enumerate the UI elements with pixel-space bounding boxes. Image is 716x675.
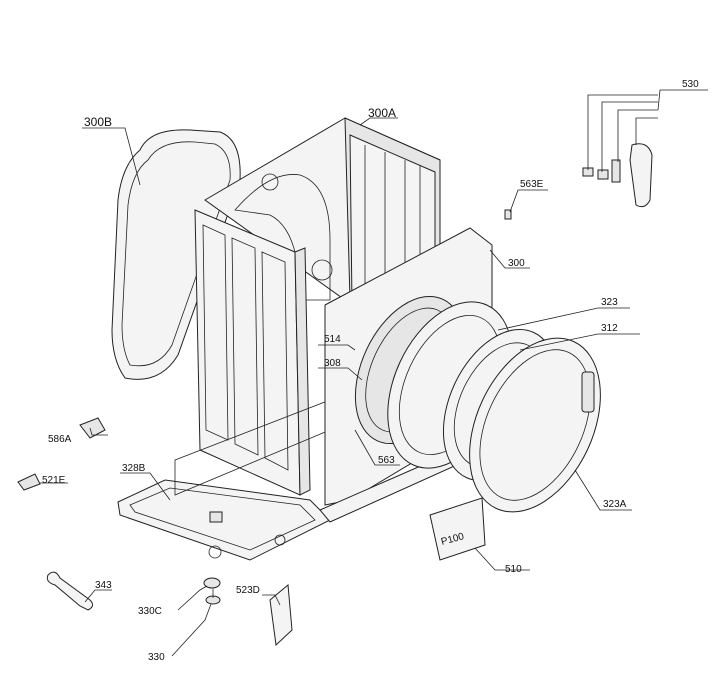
callout-300: 300 [508, 258, 525, 269]
callout-343: 343 [95, 580, 112, 591]
callout-300a: 300A [368, 106, 396, 120]
part-510-plate: P100 [429, 497, 486, 561]
callout-510: 510 [505, 564, 522, 575]
part-523d-bracket [269, 584, 293, 647]
part-330-foot [205, 589, 221, 605]
leader-lines [40, 89, 708, 657]
callout-312: 312 [601, 323, 618, 334]
part-521e-clip [17, 473, 41, 491]
callout-330: 330 [148, 652, 165, 663]
part-530-door-handle [582, 143, 653, 208]
part-563e-screw [504, 209, 512, 220]
part-300a-cabinet [204, 117, 441, 321]
part-586a-switch [79, 417, 106, 439]
callout-330c: 330C [138, 606, 162, 617]
callout-530: 530 [682, 79, 699, 90]
callout-563: 563 [378, 455, 395, 466]
callout-514: 514 [324, 334, 341, 345]
callout-323a: 323A [603, 499, 627, 510]
callout-323: 323 [601, 297, 618, 308]
callout-328b: 328B [122, 463, 146, 474]
part-330c-foot-nut [203, 577, 221, 589]
part-300b-rear-panel [111, 129, 241, 380]
callout-labels: 300B 300A 530 563E 300 323 312 514 308 5… [42, 79, 699, 663]
part-side-panel [194, 209, 311, 496]
part-343-wrench [46, 571, 94, 611]
callout-300b: 300B [84, 115, 112, 129]
callout-308: 308 [324, 358, 341, 369]
callout-523d: 523D [236, 585, 260, 596]
callout-563e: 563E [520, 179, 544, 190]
callout-521e: 521E [42, 475, 66, 486]
callout-586a: 586A [48, 434, 72, 445]
part-323a-outer-door [469, 337, 601, 513]
